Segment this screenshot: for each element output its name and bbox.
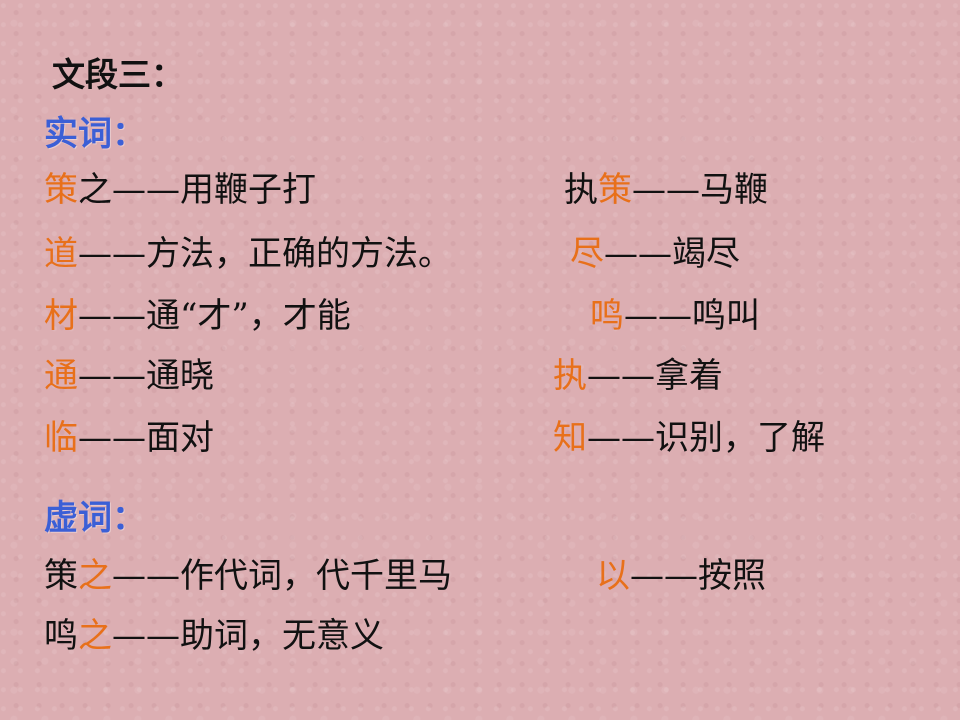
context-char: 执 xyxy=(564,170,598,210)
keyword: 之 xyxy=(78,616,112,656)
definition: ——识别，了解 xyxy=(587,418,825,458)
content-word-row-right: 知——识别，了解 xyxy=(553,418,825,458)
content-word-row-right: 尽——竭尽 xyxy=(570,234,740,274)
definition: ——拿着 xyxy=(587,356,723,396)
keyword: 执 xyxy=(553,356,587,396)
definition: ——鸣叫 xyxy=(624,296,760,336)
content-word-row: 道——方法，正确的方法。 xyxy=(44,234,452,274)
content-word-row: 通——通晓 xyxy=(44,356,214,396)
keyword: 策 xyxy=(44,170,78,210)
definition: ——通晓 xyxy=(78,356,214,396)
content-word-row: 材——通“才”，才能 xyxy=(44,296,351,336)
content-word-row-right: 执——拿着 xyxy=(553,356,723,396)
context-char: 鸣 xyxy=(44,616,78,656)
keyword: 临 xyxy=(44,418,78,458)
keyword: 之 xyxy=(78,556,112,596)
definition: ——按照 xyxy=(630,556,766,596)
definition: ——用鞭子打 xyxy=(112,170,316,210)
definition: ——助词，无意义 xyxy=(112,616,384,656)
keyword: 通 xyxy=(44,356,78,396)
keyword: 鸣 xyxy=(590,296,624,336)
keyword: 材 xyxy=(44,296,78,336)
keyword: 知 xyxy=(553,418,587,458)
function-word-row: 鸣之——助词，无意义 xyxy=(44,616,384,656)
context-char: 策 xyxy=(44,556,78,596)
function-word-row-right: 以——按照 xyxy=(596,556,766,596)
content-word-row-right: 鸣——鸣叫 xyxy=(590,296,760,336)
definition: ——作代词，代千里马 xyxy=(112,556,452,596)
definition: ——方法，正确的方法。 xyxy=(78,234,452,274)
definition: ——马鞭 xyxy=(632,170,768,210)
definition: ——通“才”，才能 xyxy=(78,296,351,336)
content-word-row: 临——面对 xyxy=(44,418,214,458)
function-word-row: 策之——作代词，代千里马 xyxy=(44,556,452,596)
content-words-heading: 实词： xyxy=(44,114,146,154)
slide-title: 文段三： xyxy=(52,55,184,94)
content-word-row: 策之——用鞭子打 xyxy=(44,170,316,210)
function-words-heading: 虚词： xyxy=(44,498,146,538)
content-word-row-right: 执策——马鞭 xyxy=(564,170,768,210)
keyword: 策 xyxy=(598,170,632,210)
keyword: 以 xyxy=(596,556,630,596)
keyword: 尽 xyxy=(570,234,604,274)
keyword: 道 xyxy=(44,234,78,274)
definition: ——竭尽 xyxy=(604,234,740,274)
context-char: 之 xyxy=(78,170,112,210)
definition: ——面对 xyxy=(78,418,214,458)
